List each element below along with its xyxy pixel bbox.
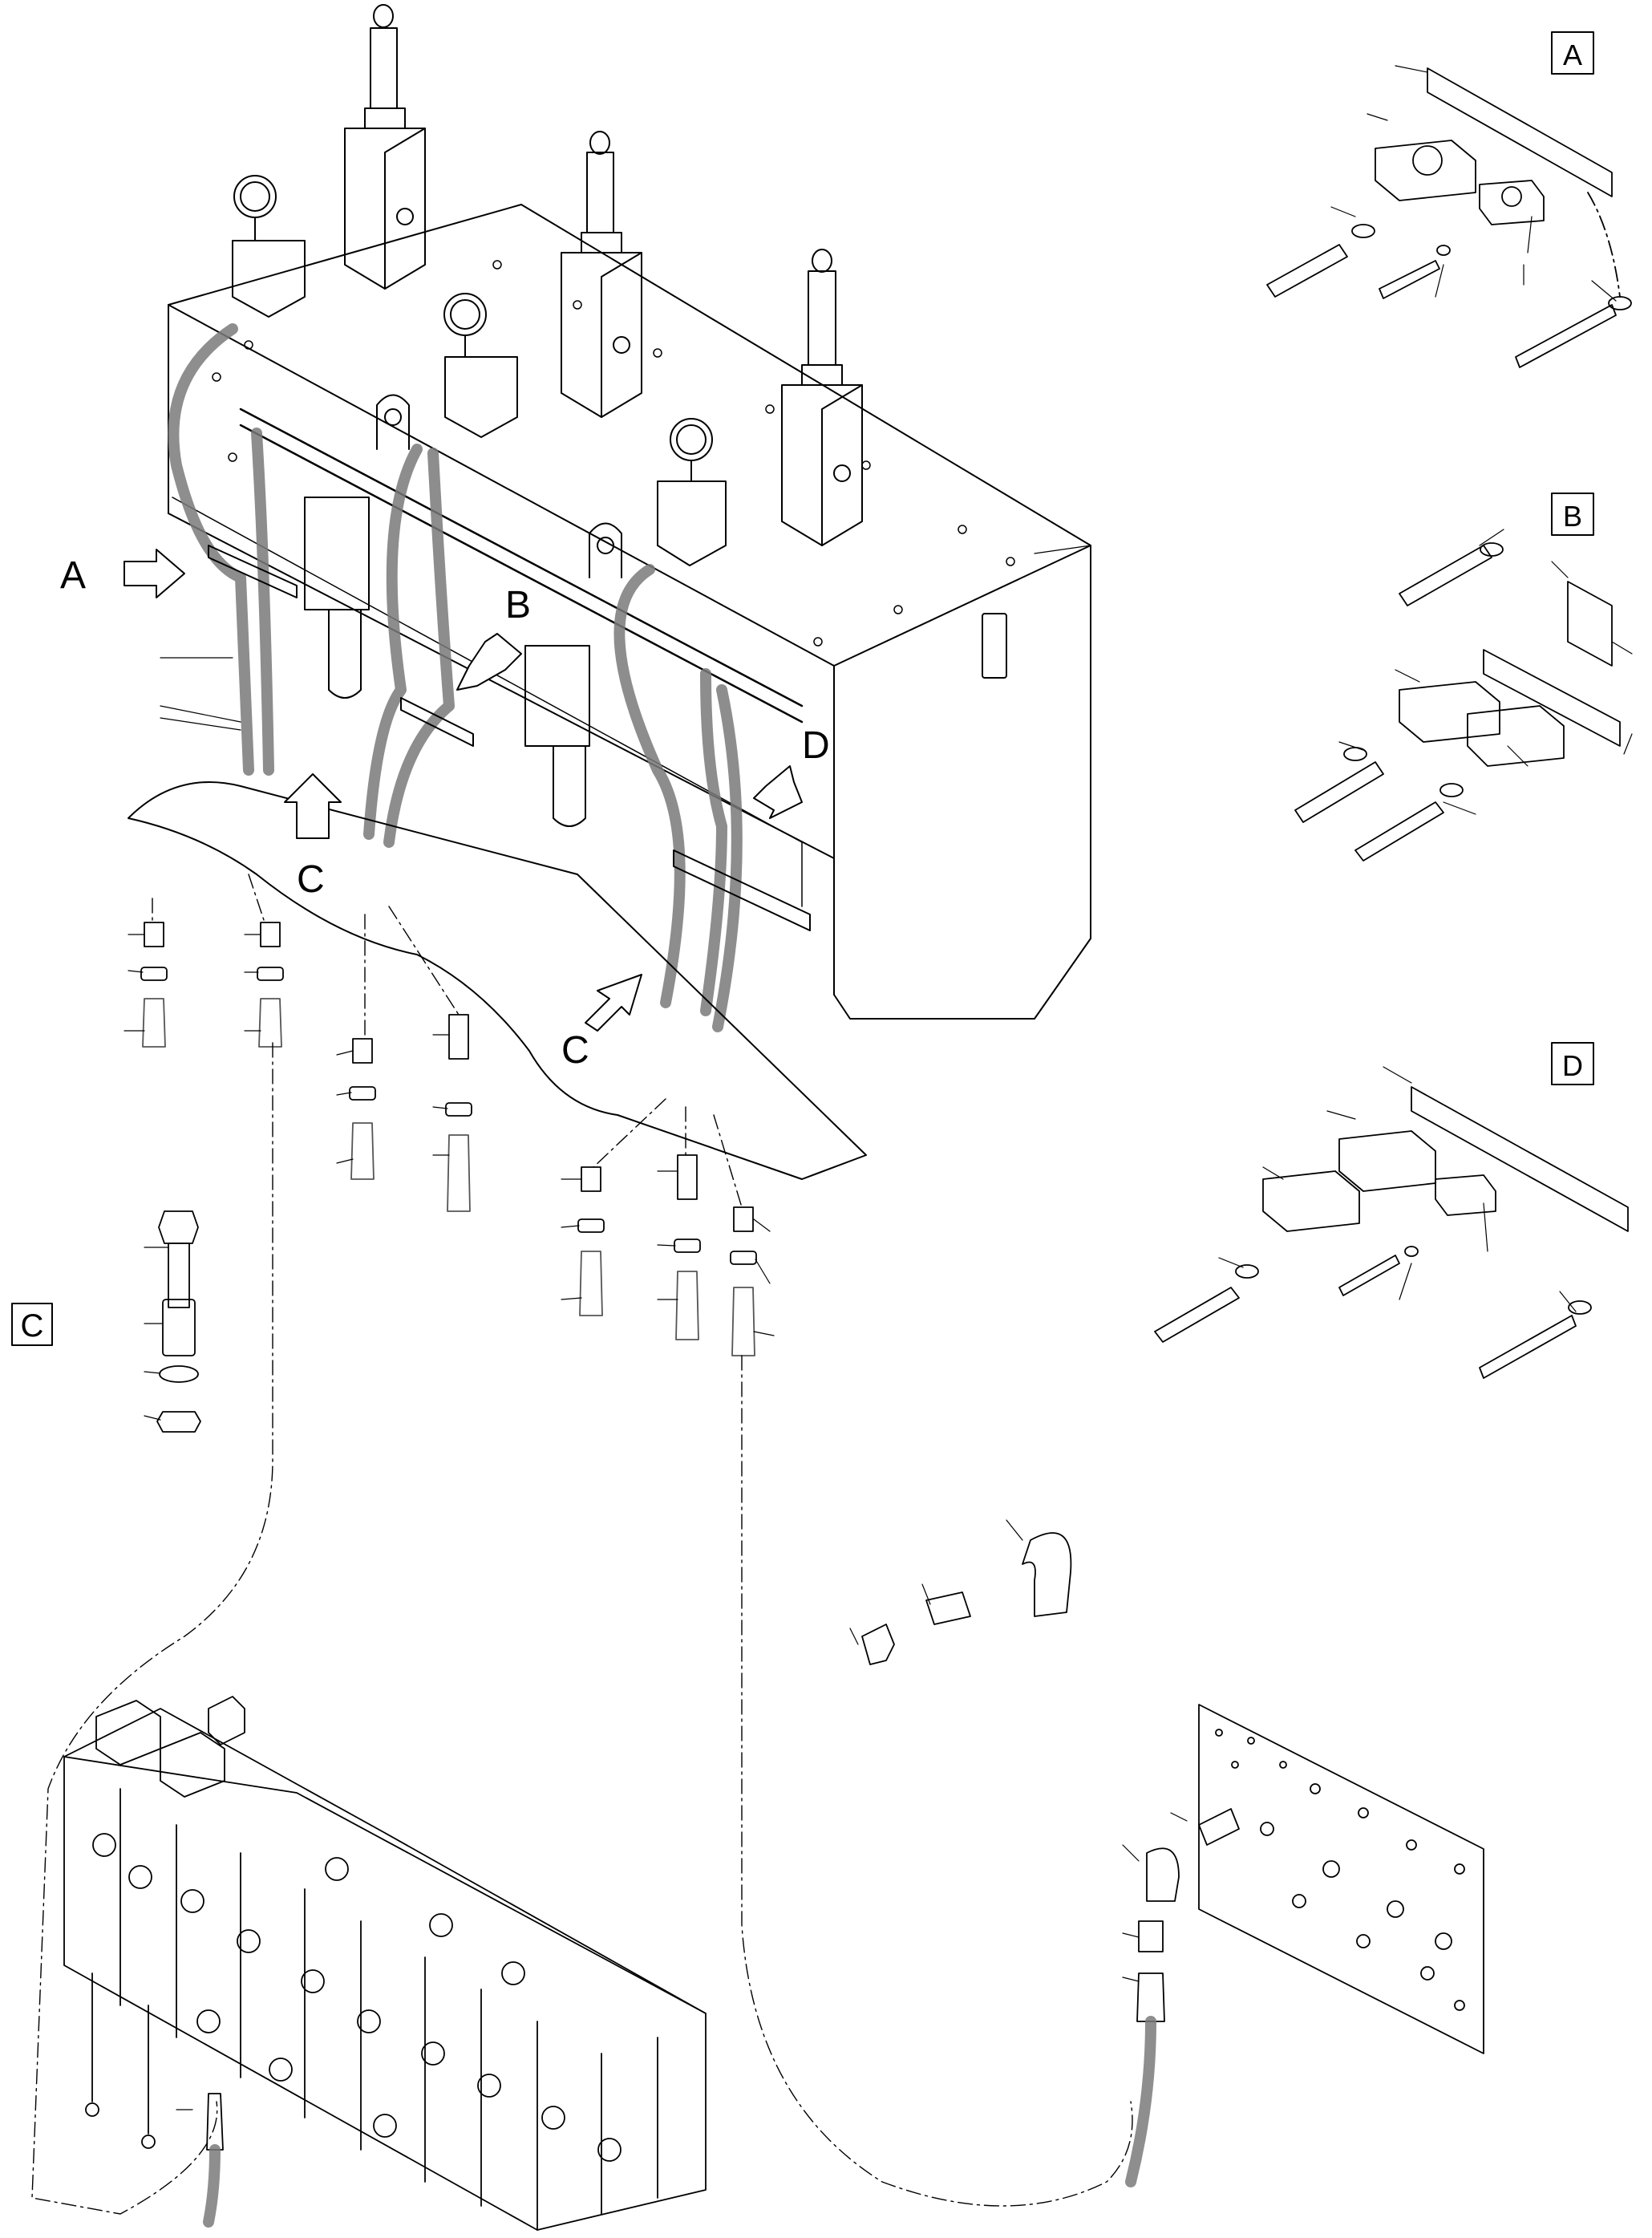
filter-1 — [304, 497, 370, 699]
detail-c-hardware — [156, 1210, 201, 1433]
detail-b-clamp — [1294, 542, 1621, 862]
hose-7 — [712, 684, 743, 1032]
solenoid-heads — [95, 1696, 245, 1798]
detail-box-b — [1551, 493, 1594, 536]
tank-side-window — [982, 613, 1007, 679]
hose-3 — [363, 444, 423, 840]
detail-a-clamp — [1266, 67, 1632, 368]
pressure-gauge-1 — [232, 175, 306, 318]
lifting-eye-2 — [589, 522, 622, 578]
detail-box-a — [1551, 31, 1594, 75]
detail-box-a-label: A — [1563, 39, 1582, 71]
manifold-plate — [1198, 1704, 1484, 2054]
manifold-pipe — [239, 407, 804, 724]
detail-box-d-label: D — [1562, 1049, 1583, 1082]
hose-6 — [700, 668, 727, 1016]
detail-box-c-label: C — [21, 1308, 44, 1344]
accumulator-2 — [561, 131, 642, 418]
floor-plate — [128, 781, 867, 1180]
hose-lines — [168, 323, 743, 1032]
connector-lines — [31, 874, 1133, 2215]
callout-a-label: A — [60, 554, 86, 597]
exploded-fittings-left — [140, 922, 757, 1356]
manifold-fitting-chain — [1136, 1808, 1240, 2022]
clamp-bar-a — [208, 545, 298, 598]
tank-assembly — [168, 4, 1091, 1020]
detail-d-clamp — [1154, 1086, 1629, 1379]
clamp-bar-b — [400, 697, 474, 747]
hose-4 — [383, 448, 455, 848]
callout-d-label: D — [802, 724, 830, 767]
accumulator-1 — [344, 4, 426, 290]
callout-b-label: B — [505, 584, 531, 626]
leader-lines — [123, 65, 1633, 2110]
lifting-eye-1 — [376, 394, 410, 450]
filter-2 — [524, 645, 590, 827]
detail-box-c — [11, 1303, 53, 1346]
valve-port-fittings — [92, 1833, 622, 2162]
valve-bank — [63, 1696, 707, 2231]
hose-5 — [613, 564, 686, 1008]
accumulator-3 — [781, 249, 863, 546]
valve-bank-hose — [203, 2144, 221, 2228]
clamp-bar-d — [673, 849, 811, 931]
valve-section-lines — [119, 1788, 658, 2231]
loose-fittings — [861, 1532, 1072, 1665]
tank-top-bolts — [212, 260, 1015, 647]
hose-2 — [251, 428, 274, 776]
arrow-b — [456, 633, 522, 691]
arrow-c2 — [585, 974, 642, 1032]
callout-c1-label: C — [297, 858, 325, 901]
arrow-c1 — [284, 773, 342, 839]
pressure-gauge-3 — [657, 418, 727, 566]
manifold-plate-holes — [1215, 1729, 1465, 2011]
detail-box-d — [1551, 1042, 1594, 1085]
pressure-gauge-2 — [443, 293, 518, 438]
manifold-hose — [1125, 2016, 1156, 2187]
detail-box-b-label: B — [1563, 500, 1582, 533]
arrow-a — [123, 549, 185, 598]
callout-c2-label: C — [561, 1029, 589, 1072]
arrow-d — [753, 765, 803, 819]
tank-front-panel — [168, 513, 835, 859]
